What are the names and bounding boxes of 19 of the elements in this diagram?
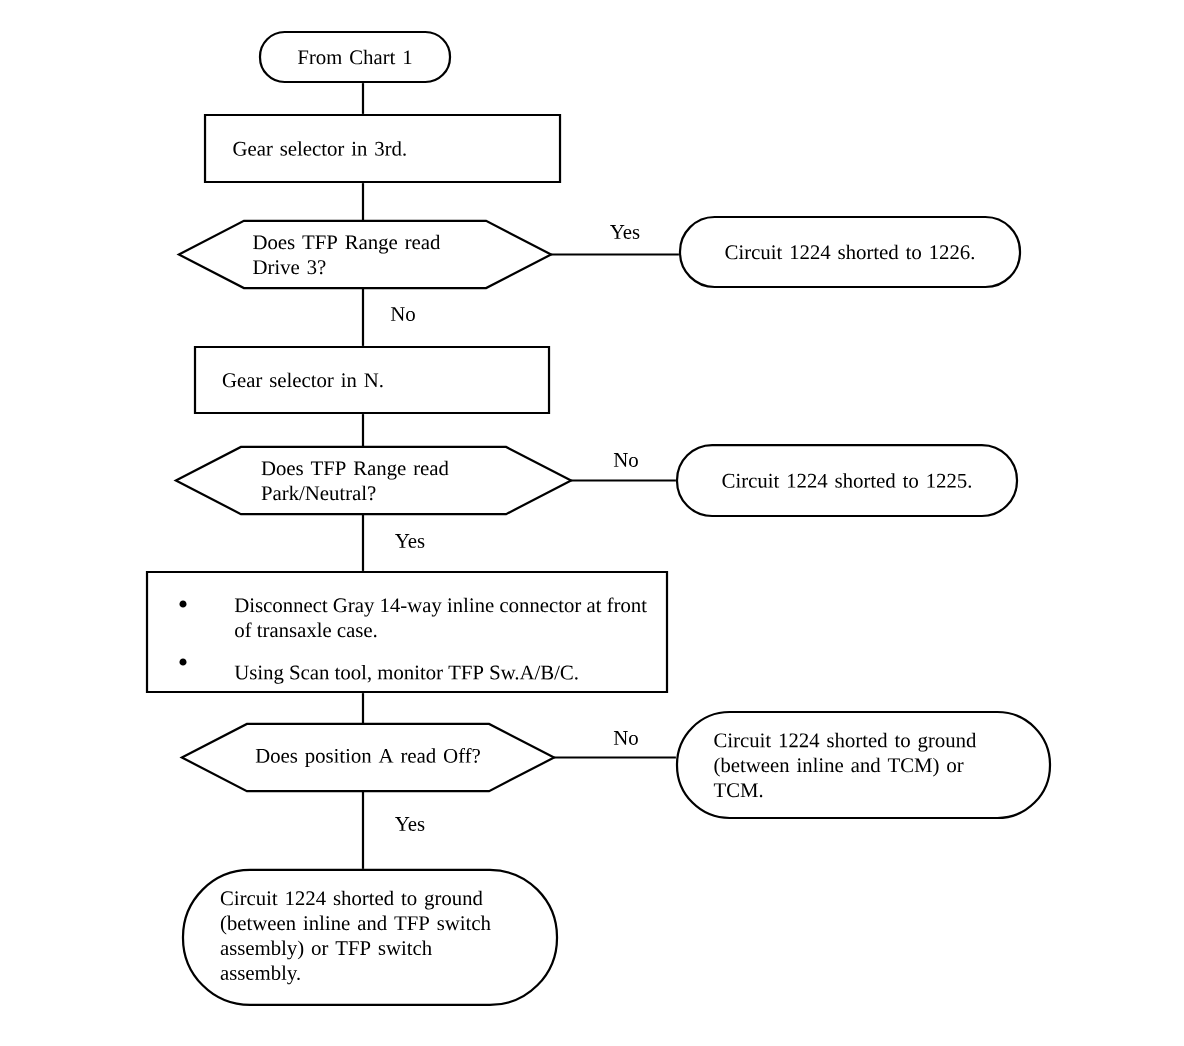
connector-line xyxy=(361,414,365,447)
edge-label: Yes xyxy=(395,534,425,548)
process-box: Disconnect Gray 14-way inline connector at front of transaxle case. Using Scan tool, monitor TFP Sw.A/B/C. xyxy=(145,570,669,694)
connector-line xyxy=(554,756,676,759)
edge-label: No xyxy=(613,453,638,467)
connector-line xyxy=(361,791,365,869)
connector-line xyxy=(551,253,679,256)
connector-line xyxy=(361,83,365,114)
edge-label: Yes xyxy=(610,225,640,239)
edge-label: Yes xyxy=(395,817,425,831)
connector-line xyxy=(361,288,365,346)
connector-line xyxy=(361,514,365,571)
edge-label: No xyxy=(390,307,415,321)
process-box: Gear selector in 3rd. xyxy=(203,113,562,184)
connector-line xyxy=(361,183,365,221)
edge-label: No xyxy=(613,731,638,745)
process-box: Gear selector in N. xyxy=(193,345,551,415)
connector-line xyxy=(361,693,365,724)
connector-line xyxy=(571,479,676,482)
